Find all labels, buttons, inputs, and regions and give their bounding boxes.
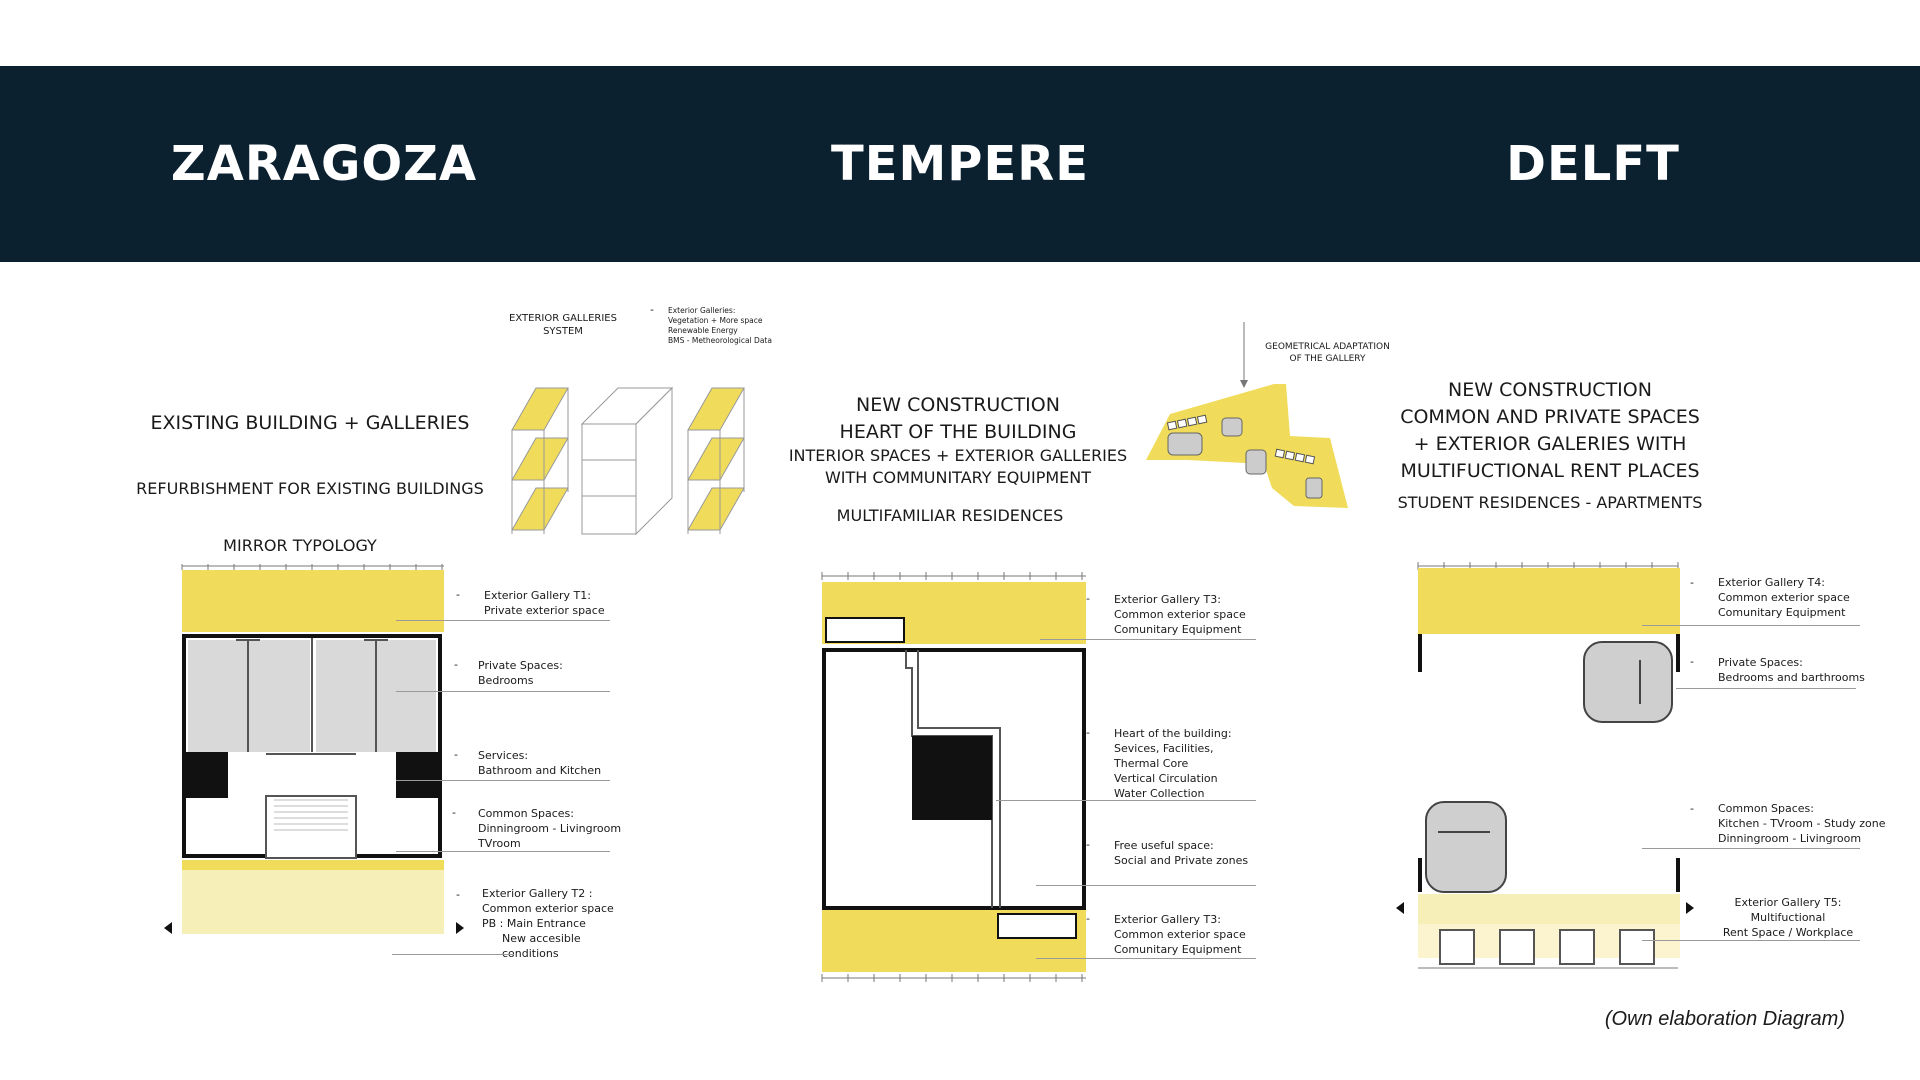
tempere-subtitle: INTERIOR SPACES + EXTERIOR GALLERIES WIT… — [788, 446, 1128, 487]
tempere-residences: MULTIFAMILIAR RESIDENCES — [836, 506, 1064, 525]
delft-annot-common: Common Spaces: Kitchen - TVroom - Study … — [1718, 802, 1886, 845]
galleries-system-notes: Exterior Galleries: Vegetation + More sp… — [668, 306, 772, 345]
city-title-zaragoza: ZARAGOZA — [170, 136, 478, 192]
galleries-axonometric — [511, 386, 745, 536]
zaragoza-annot-gallery-t1: Exterior Gallery T1: Private exterior sp… — [484, 589, 605, 617]
tempere-annot-gallery-t3-top: Exterior Gallery T3: Common exterior spa… — [1114, 593, 1246, 636]
city-title-delft: DELFT — [1506, 136, 1680, 192]
tempere-annot-gallery-t3-bottom: Exterior Gallery T3: Common exterior spa… — [1114, 913, 1246, 956]
city-title-tempere: TEMPERE — [830, 136, 1089, 192]
zaragoza-title: EXISTING BUILDING + GALLERIES — [150, 412, 470, 434]
notes-dash: - — [650, 303, 654, 316]
header-band: ZARAGOZA TEMPERE DELFT — [0, 66, 1920, 262]
tempere-floor-plan — [821, 572, 1086, 982]
zaragoza-annot-services: Services: Bathroom and Kitchen — [478, 749, 602, 777]
delft-annot-gallery-t5: Exterior Gallery T5: Multifuctional Rent… — [1722, 896, 1854, 939]
zaragoza-subtitle: REFURBISHMENT FOR EXISTING BUILDINGS — [136, 479, 484, 498]
zaragoza-typology: MIRROR TYPOLOGY — [223, 536, 377, 555]
zaragoza-floor-plan — [164, 564, 464, 934]
delft-floor-plan — [1396, 562, 1694, 969]
gallery-adaptation-sketch — [1146, 322, 1348, 508]
tempere-annot-heart: Heart of the building: Sevices, Faciliti… — [1114, 727, 1232, 800]
zaragoza-annot-common: Common Spaces: Dinningroom - Livingroom … — [478, 807, 622, 850]
galleries-system-title: EXTERIOR GALLERIES SYSTEM — [509, 313, 617, 337]
zaragoza-annot-gallery-t2: Exterior Gallery T2 : Common exterior sp… — [482, 887, 614, 960]
delft-residences: STUDENT RESIDENCES - APARTMENTS — [1397, 493, 1703, 512]
delft-title: NEW CONSTRUCTION COMMON AND PRIVATE SPAC… — [1400, 379, 1700, 482]
credit-caption: (Own elaboration Diagram) — [1604, 1008, 1845, 1030]
zaragoza-annot-private: Private Spaces: Bedrooms — [478, 659, 563, 687]
delft-annot-private: Private Spaces: Bedrooms and barthrooms — [1718, 656, 1865, 684]
tempere-title: NEW CONSTRUCTION HEART OF THE BUILDING — [839, 394, 1077, 443]
geometrical-adaptation-label: GEOMETRICAL ADAPTATION OF THE GALLERY — [1265, 342, 1390, 364]
delft-annot-gallery-t4: Exterior Gallery T4: Common exterior spa… — [1718, 576, 1850, 619]
tempere-annot-free-space: Free useful space: Social and Private zo… — [1114, 839, 1249, 867]
